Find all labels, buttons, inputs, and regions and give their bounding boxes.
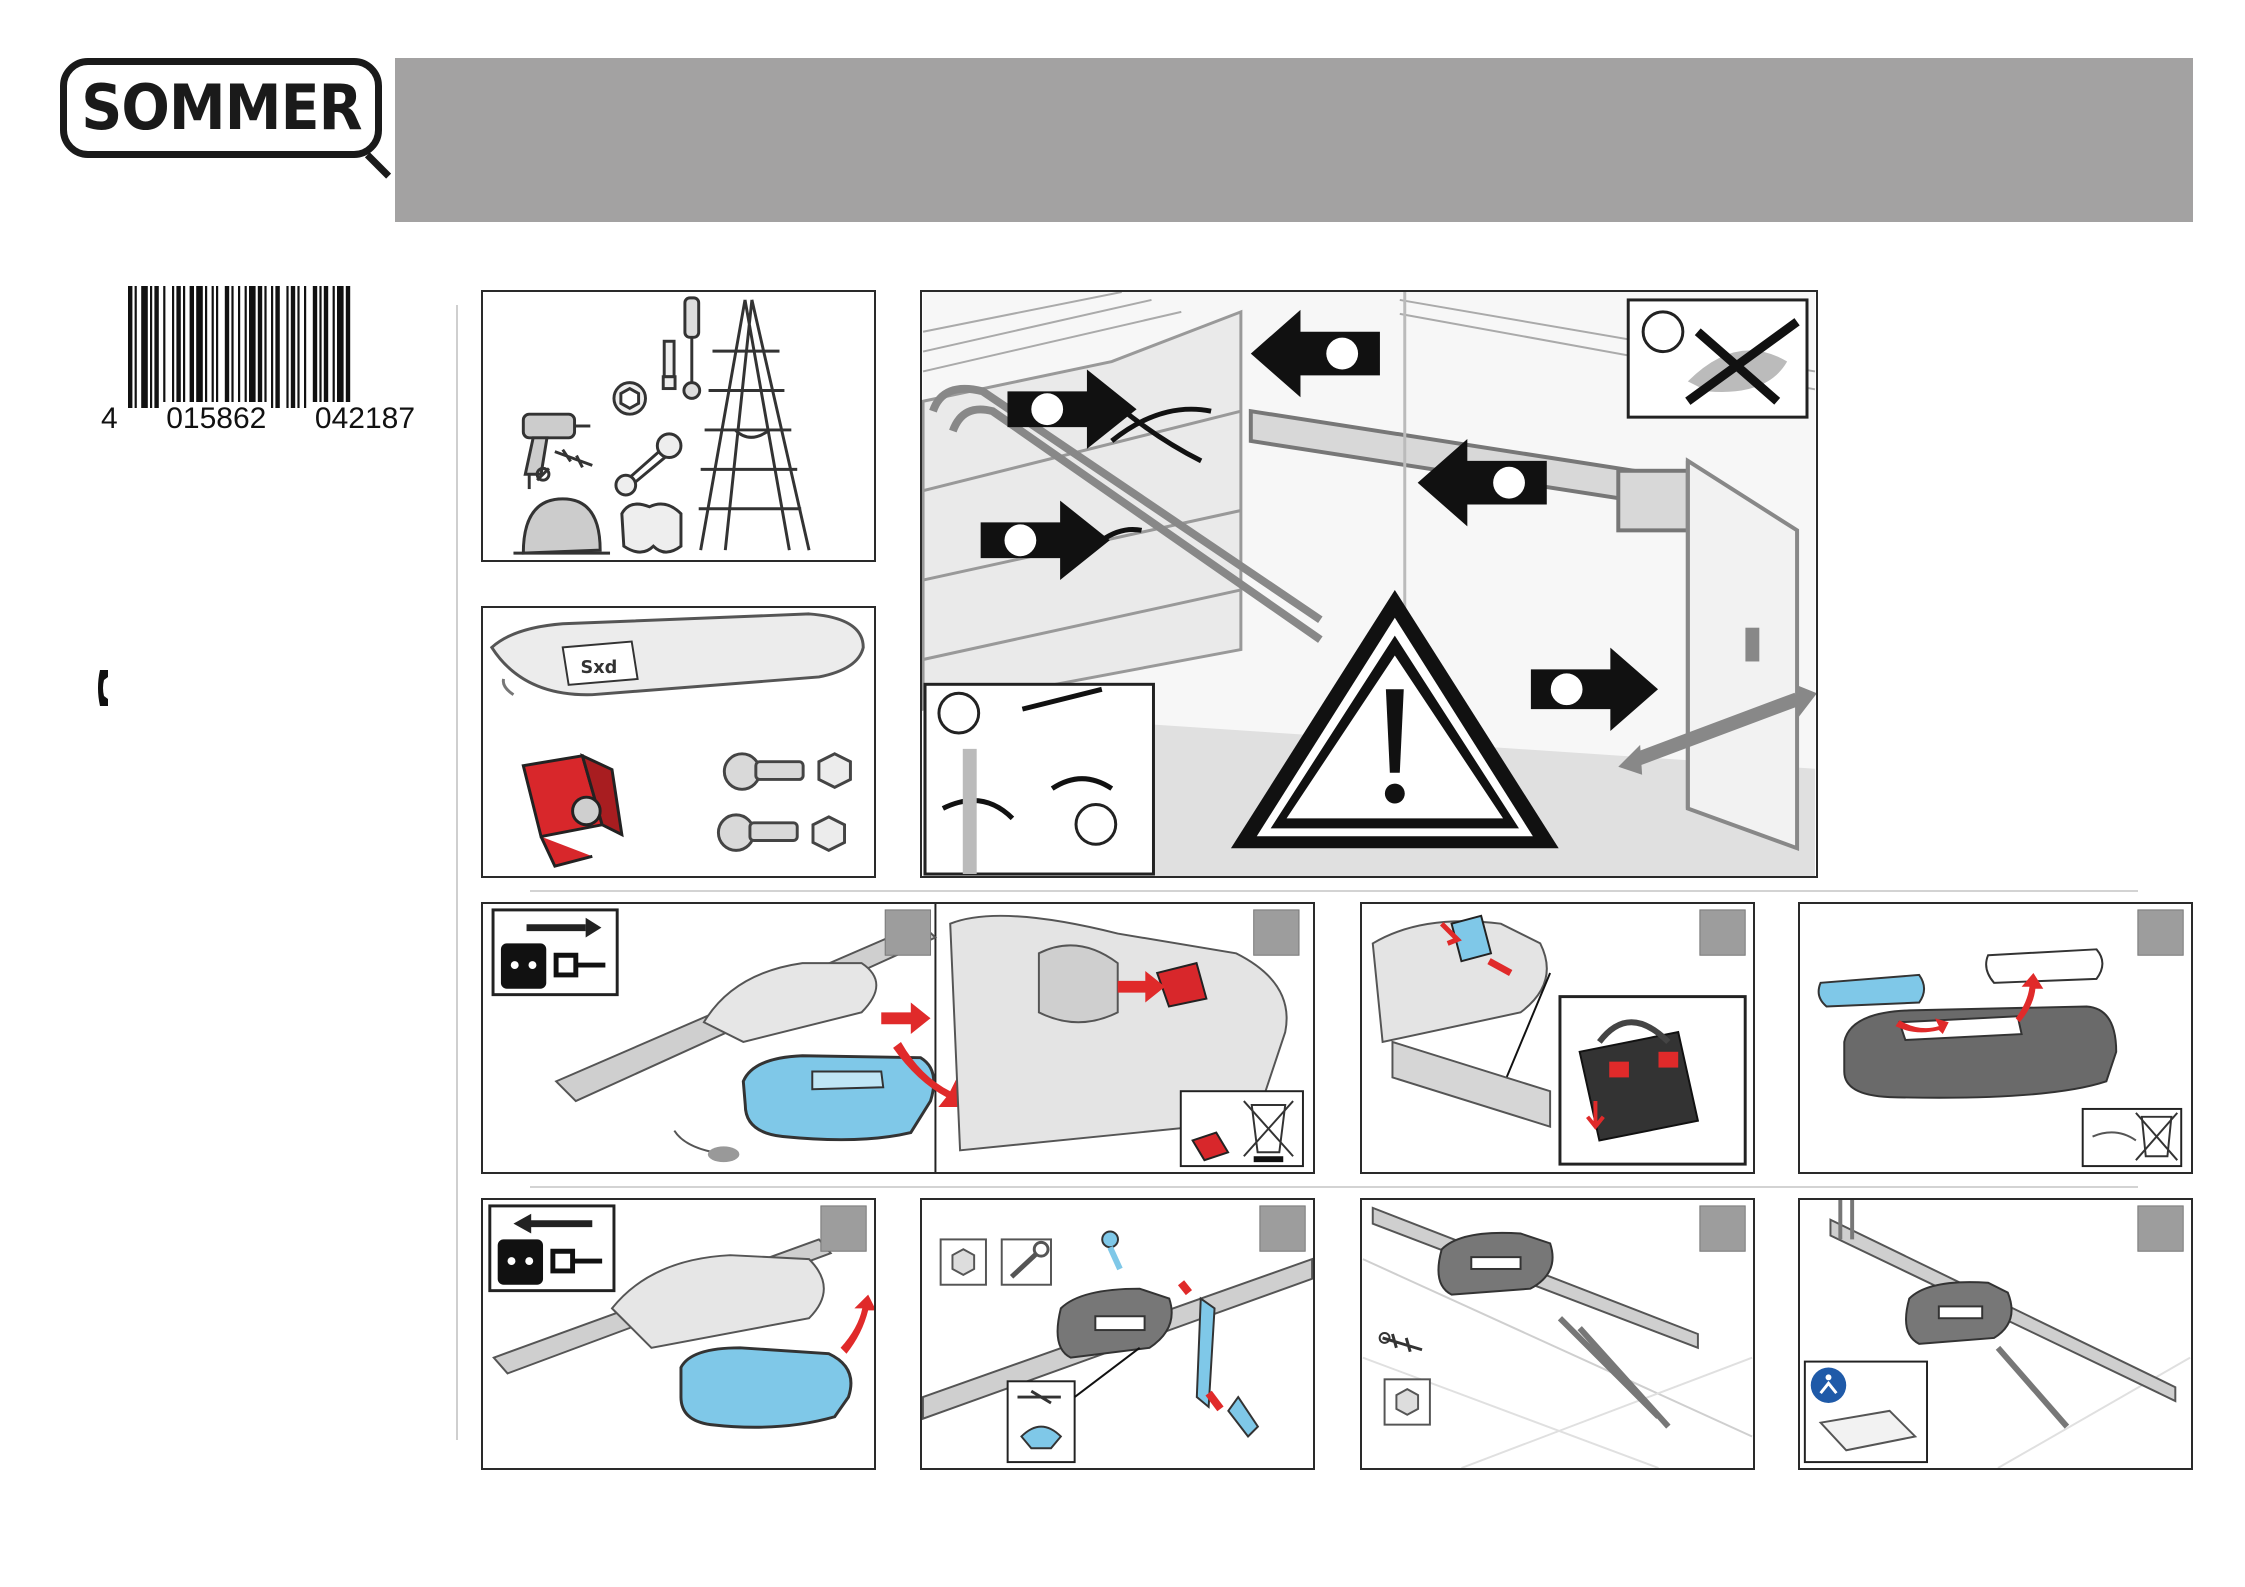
blue-cover <box>681 1348 851 1427</box>
barcode-bar <box>212 286 214 408</box>
barcode-bar <box>128 286 132 408</box>
tools-illustration <box>483 292 874 560</box>
read-manual-icon <box>1805 1362 1927 1463</box>
ladder-icon <box>699 300 809 550</box>
barcode-bar <box>291 286 295 408</box>
row-separator-2 <box>530 1186 2138 1188</box>
barcode-bar <box>264 286 266 408</box>
barcode-bar <box>216 286 218 408</box>
bolt-icon <box>718 754 803 851</box>
logo-text: SOMMER <box>81 77 361 139</box>
nut-icon <box>614 383 646 415</box>
barcode-bar <box>135 286 137 408</box>
socket-icon <box>663 341 675 388</box>
barcode-bar <box>304 286 306 408</box>
barcode-bar <box>231 286 233 408</box>
barcode-bar <box>150 286 152 408</box>
inset-release-cord <box>925 684 1153 874</box>
barcode-bar <box>297 286 299 408</box>
barcode-bar <box>313 286 317 408</box>
barcode-bar <box>249 286 256 408</box>
barcode-bar <box>141 286 148 408</box>
panel-mount-bracket <box>920 1198 1315 1470</box>
power-plug-icon <box>493 910 617 995</box>
panel-refit-cover <box>481 1198 876 1470</box>
phone-icon <box>96 668 118 708</box>
inset-module-detail <box>1560 997 1745 1165</box>
svg-text:Sxd: Sxd <box>580 658 617 678</box>
barcode-bar <box>238 286 240 408</box>
row-separator-1 <box>530 890 2138 892</box>
barcode-bar <box>319 286 321 408</box>
sommer-logo: SOMMER <box>60 58 382 158</box>
barcode-bar <box>154 286 158 408</box>
barcode-bar <box>176 286 180 408</box>
barcode-bar <box>183 286 185 408</box>
barcode-bar <box>333 286 335 408</box>
panel-final-install <box>1798 1198 2193 1470</box>
logo-tail <box>365 152 391 178</box>
header-band <box>395 58 2193 222</box>
barcode-group-1: 015862 <box>163 402 269 436</box>
inset-no-lamp <box>1628 300 1807 417</box>
barcode-bar <box>225 286 229 408</box>
power-plug-icon <box>490 1206 614 1291</box>
vertical-divider <box>456 305 458 1440</box>
barcode-bar <box>196 286 203 408</box>
helmet-icon <box>513 499 610 553</box>
panel-insert-module <box>1360 902 1755 1174</box>
crossed-bin-icon <box>2083 1109 2182 1166</box>
barcode-bar <box>271 286 273 408</box>
wrench-icon <box>616 434 681 495</box>
inset-scissors <box>1008 1381 1075 1462</box>
barcode-digit-first: 4 <box>98 402 121 436</box>
panel-tools <box>481 290 876 562</box>
nut-icon <box>1385 1379 1430 1424</box>
label-sticker: Sxd <box>563 642 638 685</box>
barcode-bar <box>337 286 344 408</box>
panel-garage-warnings <box>920 290 1818 878</box>
drill-bit-icon <box>1380 1333 1422 1352</box>
barcode-bar <box>163 286 165 408</box>
safety-goggles-icon <box>622 504 681 552</box>
blue-cover <box>743 1056 933 1140</box>
barcode-bar <box>275 286 279 408</box>
barcode-bar <box>324 286 328 408</box>
screwdriver-icon <box>684 298 700 399</box>
red-module <box>523 756 622 866</box>
nut-icon <box>813 754 850 851</box>
wrench-icon <box>1002 1239 1051 1284</box>
barcode-bar <box>286 286 288 408</box>
barcode-number: 4 015862 042187 <box>98 402 418 436</box>
barcode-bar <box>245 286 247 408</box>
barcode-bar <box>258 286 262 408</box>
crossed-bin-icon <box>1181 1091 1303 1166</box>
panel-package-contents: Sxd <box>481 606 876 878</box>
barcode-bar <box>346 286 350 408</box>
panel-replace-cover <box>1798 902 2193 1174</box>
nut-icon <box>941 1239 986 1284</box>
cover-plate <box>492 614 863 695</box>
barcode-group-2: 042187 <box>312 402 418 436</box>
barcode-bar <box>172 286 174 408</box>
panel-remove-cover <box>481 902 1315 1174</box>
panel-ceiling-mount <box>1360 1198 1755 1470</box>
side-door <box>1688 461 1797 848</box>
barcode-bar <box>205 286 207 408</box>
barcode-bar <box>190 286 194 408</box>
